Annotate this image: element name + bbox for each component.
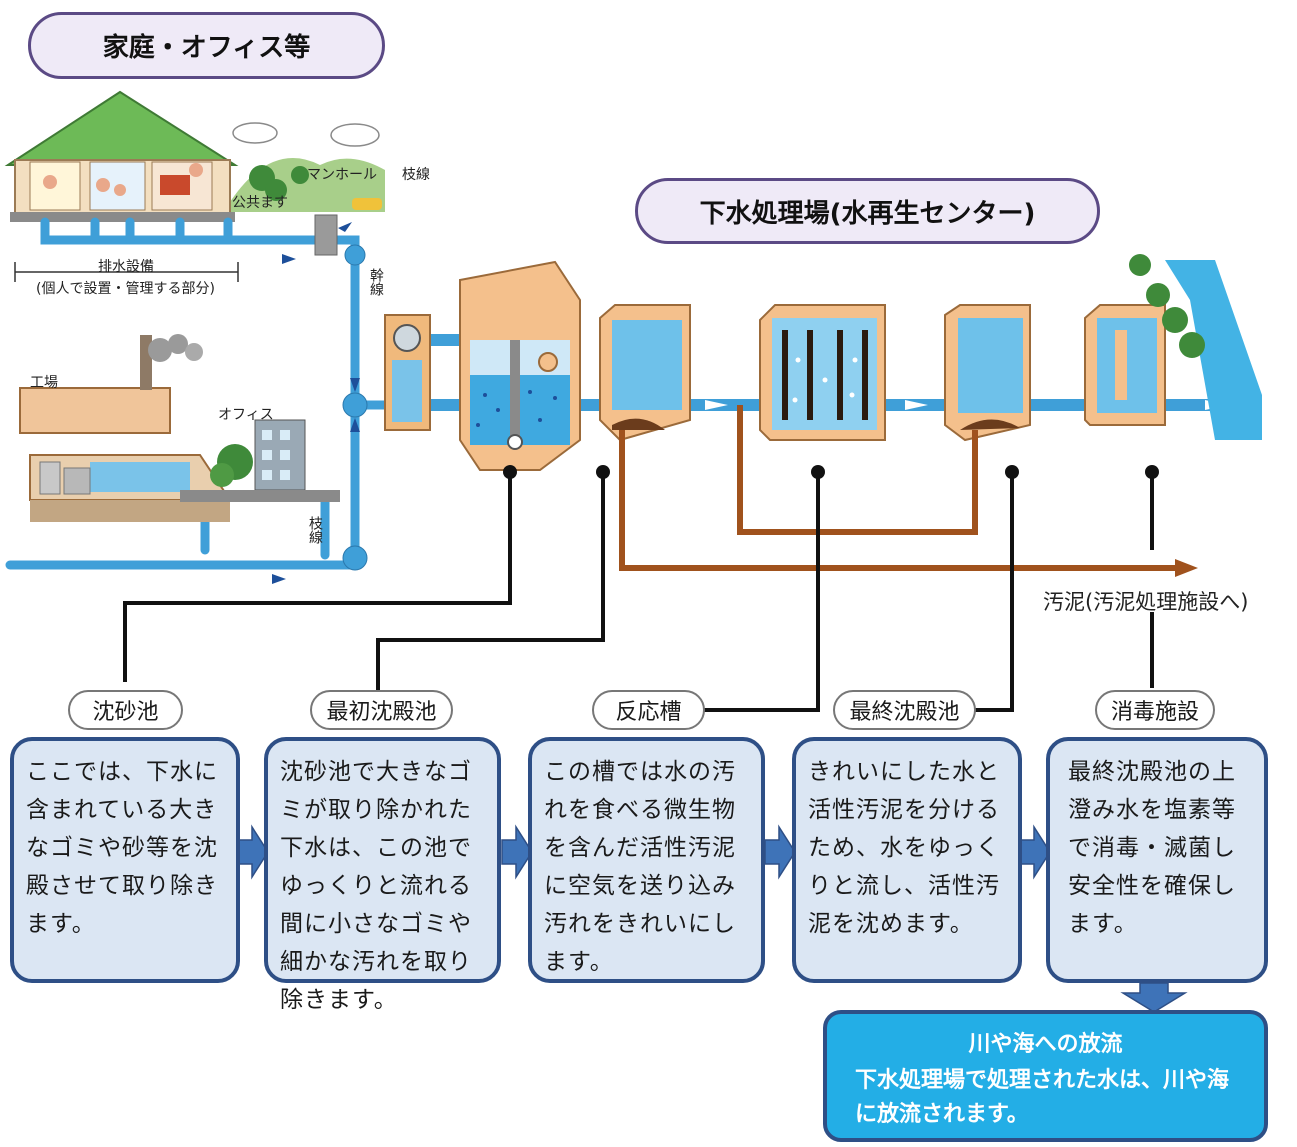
disinfection-illustration: [1084, 304, 1166, 426]
tree-icon: [249, 165, 309, 201]
next-step-arrow-icon: [237, 824, 1051, 880]
stage-description-grit-chamber: ここでは、下水に含まれている大きなゴミや砂等を沈殿させて取り除きます。: [10, 737, 240, 983]
trunk-line-label: 幹線: [368, 268, 384, 296]
reaction-tank-illustration: [759, 304, 886, 441]
stage-tag-grit-chamber: 沈砂池: [68, 690, 183, 730]
cloud-icon: [232, 122, 380, 147]
house-illustration: [4, 90, 239, 222]
factory-illustration: [19, 334, 232, 522]
grit-chamber-illustration: [384, 314, 431, 431]
manhole-label: マンホール: [307, 167, 377, 183]
stage-description-primary-settling: 沈砂池で大きなゴミが取り除かれた下水は、この池でゆっくりと流れる間に小さなゴミや…: [264, 737, 501, 1013]
stage-tag-disinfection: 消毒施設: [1095, 690, 1215, 730]
branch-line-label: 枝線: [402, 167, 430, 183]
branch-line-label-2: 枝線: [307, 516, 323, 544]
office-label: オフィス: [218, 407, 274, 423]
drain-facility-note: (個人で設置・管理する部分): [36, 281, 215, 297]
outflow-description: 下水処理場で処理された水は、川や海に放流されます。: [855, 1068, 1230, 1127]
stage-description-final-settling: きれいにした水と活性汚泥を分けるため、水をゆっくりと流し、活性汚泥を沈めます。: [792, 737, 1022, 983]
final-settling-illustration: [944, 304, 1031, 442]
stage-description-disinfection: 最終沈殿池の上澄み水を塩素等で消毒・滅菌し安全性を確保します。: [1046, 737, 1268, 983]
factory-label: 工場: [30, 375, 58, 391]
home-title: 家庭・オフィス等: [28, 12, 385, 79]
river-illustration: [1129, 254, 1262, 440]
primary-tank-illustration: [459, 260, 581, 471]
drain-facility-label: 排水設備: [98, 259, 154, 275]
sludge-label: 汚泥(汚泥処理施設へ): [1043, 590, 1249, 614]
stage-description-reaction-tank: この槽では水の汚れを食べる微生物を含んだ活性汚泥に空気を送り込み汚れをきれいにし…: [528, 737, 765, 983]
down-arrow-icon: [1120, 982, 1188, 1013]
settling-basin-illustration: [599, 304, 691, 442]
outflow-title: 川や海への放流: [968, 1032, 1123, 1057]
office-illustration: [180, 419, 340, 502]
stage-tag-primary-settling: 最初沈殿池: [310, 690, 453, 730]
sludge-arrow-icon: [1175, 559, 1198, 577]
plant-title: 下水処理場(水再生センター): [635, 178, 1100, 244]
car-icon: [352, 198, 382, 210]
stage-tag-final-settling: 最終沈殿池: [833, 690, 976, 730]
public-basin-label: 公共ます: [232, 195, 288, 211]
stage-tag-reaction-tank: 反応槽: [592, 690, 705, 730]
outflow-box: 川や海への放流 下水処理場で処理された水は、川や海に放流されます。: [823, 1010, 1268, 1142]
flow-arrow-icon: [272, 222, 360, 584]
